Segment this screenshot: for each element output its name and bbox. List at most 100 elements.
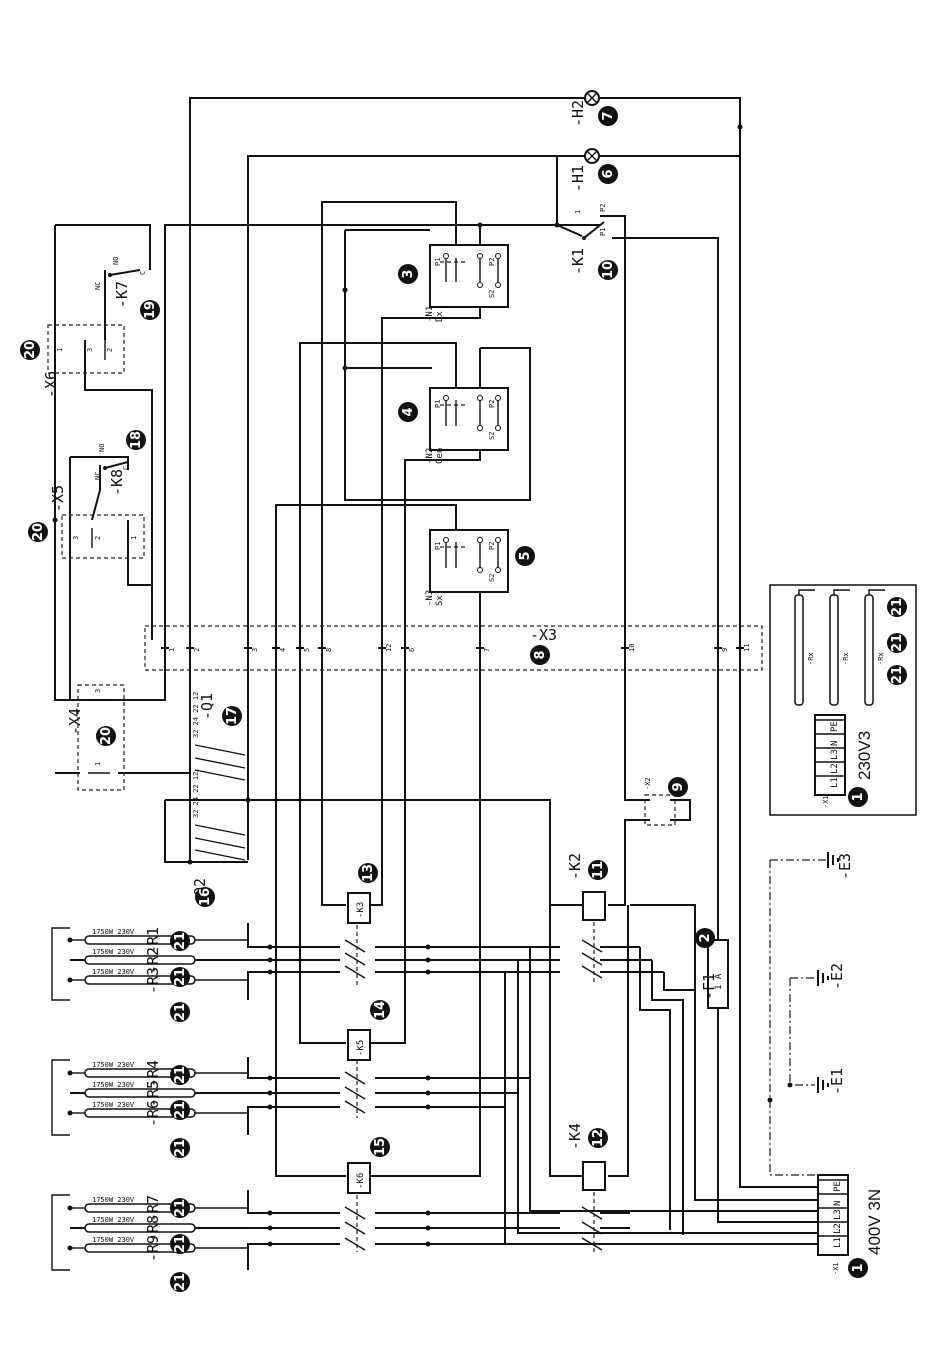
svg-text:17: 17: [225, 707, 240, 725]
svg-text:3: 3: [401, 269, 416, 278]
rx-element: -Rx: [794, 589, 815, 706]
badge-1: 1: [848, 787, 868, 807]
k7-nc: NC: [94, 282, 102, 290]
x4-pin-1: 1: [94, 762, 102, 766]
badge-14: 14: [370, 1000, 390, 1020]
x3-terminal-label: 8: [325, 648, 333, 652]
badge-11: 11: [588, 860, 608, 880]
badge-20: 20: [96, 726, 116, 746]
q2-pins-top: 32 24 22 12: [192, 772, 200, 818]
badge-8: 8: [530, 645, 550, 665]
badge-21: 21: [170, 1002, 190, 1022]
svg-text:21: 21: [173, 968, 188, 986]
svg-text:12: 12: [591, 1129, 606, 1147]
badge-21: 21: [170, 1065, 190, 1085]
badge-20: 20: [28, 522, 48, 542]
badge-15: 15: [370, 1137, 390, 1157]
heater-label: -R1: [144, 927, 162, 954]
rx-element: -Rx: [829, 589, 850, 706]
k3-label: -K3: [356, 902, 366, 918]
lamp-h2: -H2: [569, 90, 600, 127]
heater-r8: 1750W 230V -R8: [70, 1215, 248, 1242]
svg-text:19: 19: [143, 301, 158, 319]
heater-r3: 1750W 230V-R3: [70, 967, 248, 994]
badge-21: 21: [170, 967, 190, 987]
contacts-k2: [581, 922, 603, 985]
k7-label: -K7: [113, 281, 131, 308]
heater-rating: 1750W 230V: [92, 948, 135, 956]
x1-alt-terminal-L3: L3: [815, 747, 845, 760]
badge-9: 9: [668, 777, 688, 797]
badge-21: 21: [170, 1100, 190, 1120]
badge-17: 17: [222, 706, 242, 726]
heater-rating: 1750W 230V: [92, 1216, 135, 1224]
svg-text:21: 21: [890, 598, 905, 616]
svg-text:18: 18: [129, 431, 144, 449]
badge-21: 21: [170, 1272, 190, 1292]
x1-alt-terminal-label: L2: [830, 763, 840, 774]
x6-pin-3: 3: [86, 348, 94, 352]
svg-text:21: 21: [173, 1235, 188, 1253]
switch-q1: 32 24 22 12 -Q1: [192, 692, 246, 781]
x1-terminal-label: L3: [833, 1209, 843, 1220]
heater-label: -R8: [144, 1215, 162, 1242]
svg-text:1: 1: [851, 1263, 866, 1272]
x3-terminal-2: 2: [186, 640, 201, 658]
x1-label: -X1: [832, 1262, 840, 1275]
junctions: [52, 124, 793, 1251]
e3-label: -E3: [836, 853, 854, 880]
earth-e1: -E1: [817, 1068, 846, 1095]
n1-sub: Dx: [435, 311, 445, 322]
heater-rating: 1750W 230V: [92, 968, 135, 976]
badge-21: 21: [170, 1138, 190, 1158]
svg-text:15: 15: [373, 1138, 388, 1156]
heater-rating: 1750W 230V: [92, 1101, 135, 1109]
connector-x5: 3 2 1 -X5: [49, 485, 145, 559]
k7-no: NO: [112, 257, 120, 265]
heater-label: -R9: [144, 1235, 162, 1262]
q1-pins-top: 32 24 22 12: [192, 692, 200, 738]
svg-text:21: 21: [173, 1273, 188, 1291]
heater-label: -R5: [144, 1080, 162, 1107]
x1-terminal-N: N: [818, 1193, 848, 1206]
x4-pin-3: 3: [94, 689, 102, 693]
svg-text:4: 4: [401, 407, 416, 416]
connector-x4: 3 1 -X4: [66, 684, 125, 791]
n1-p2: P2: [488, 258, 496, 266]
x1-alt-terminal-N: N: [815, 733, 845, 746]
svg-text:20: 20: [31, 523, 46, 541]
heater-label: -R4: [144, 1060, 162, 1087]
heater-rating: 1750W 230V: [92, 928, 135, 936]
x1-terminal-L3: L3: [818, 1207, 848, 1220]
svg-text:21: 21: [890, 634, 905, 652]
badge-1: 1: [848, 1258, 868, 1278]
badge-3: 3: [398, 264, 418, 284]
badge-6: 6: [598, 164, 618, 184]
heater-rating: 1750W 230V: [92, 1081, 135, 1089]
heater-r5: 1750W 230V -R5: [70, 1080, 248, 1107]
regulator-n2: P1 P2 S2 -N2 Cen: [425, 387, 509, 464]
n3-sub: Sx: [435, 595, 445, 606]
k1-label: -K1: [569, 248, 587, 275]
rx-label: -Rx: [807, 652, 815, 665]
svg-text:14: 14: [373, 1001, 388, 1019]
svg-text:20: 20: [23, 341, 38, 359]
svg-text:10: 10: [601, 261, 616, 279]
contacts-k6: [344, 1195, 366, 1252]
x3-terminal-label: 2: [193, 648, 201, 652]
k1-p2-label: P2: [599, 204, 607, 212]
svg-text:7: 7: [601, 111, 616, 120]
n3-s2: S2: [488, 574, 496, 582]
svg-text:21: 21: [173, 1101, 188, 1119]
x6-pin-1: 1: [56, 348, 64, 352]
x5-label: -X5: [49, 485, 67, 512]
heater-label: -R2: [144, 947, 162, 974]
heater-rating: 1750W 230V: [92, 1061, 135, 1069]
svg-text:2: 2: [698, 933, 713, 942]
fuse-f1: 1 A -F1: [700, 939, 729, 1009]
badge-21: 21: [170, 1198, 190, 1218]
badge-21: 21: [170, 1234, 190, 1254]
x3-terminal-1: 1: [161, 640, 176, 658]
